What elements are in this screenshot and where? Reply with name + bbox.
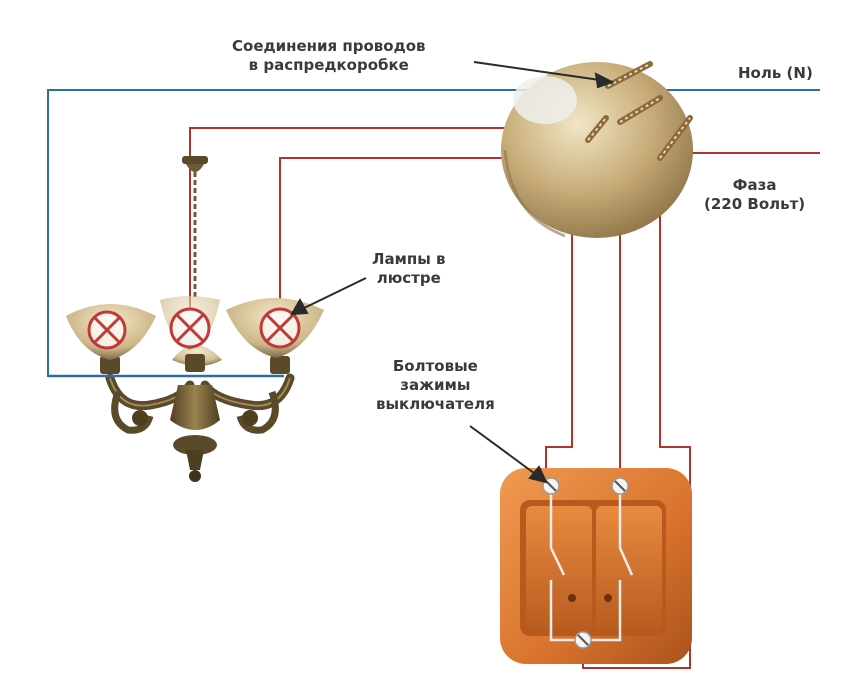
screw-terminal-icon [574, 631, 592, 649]
lamps-label-line-1: Лампы в [372, 250, 446, 268]
neutral-label-text: Ноль (N) [738, 64, 813, 82]
double-switch-icon [500, 468, 692, 664]
lamps-label-line-2: люстре [376, 269, 441, 287]
switch-clamps-line-3: выключателя [376, 395, 495, 413]
switch-clamps-line-1: Болтовые [392, 357, 478, 375]
junction-connections-line-2: в распредкоробке [248, 56, 409, 74]
lamp-cross-icon [169, 307, 211, 349]
neutral-wire [47, 89, 820, 377]
junction-connections-label: Соединения проводов в распредкоробке [232, 37, 426, 75]
lamp-cross-icon [259, 307, 301, 349]
neutral-label: Ноль (N) [738, 64, 813, 83]
junction-connections-line-1: Соединения проводов [232, 37, 426, 55]
phase-label-line-2: (220 Вольт) [704, 195, 806, 213]
phase-label-line-1: Фаза [732, 176, 777, 194]
lamps-label: Лампы в люстре [372, 250, 445, 288]
switch-clamps-line-2: зажимы [400, 376, 471, 394]
lamp-cross-icon [87, 310, 127, 350]
switch-clamps-label: Болтовые зажимы выключателя [376, 357, 495, 414]
screw-terminal-icon [611, 477, 629, 495]
junction-box-icon [501, 61, 693, 238]
phase-label: Фаза (220 Вольт) [704, 176, 805, 214]
annotation-pointers [290, 61, 615, 484]
switch-internal-wires [549, 490, 634, 642]
